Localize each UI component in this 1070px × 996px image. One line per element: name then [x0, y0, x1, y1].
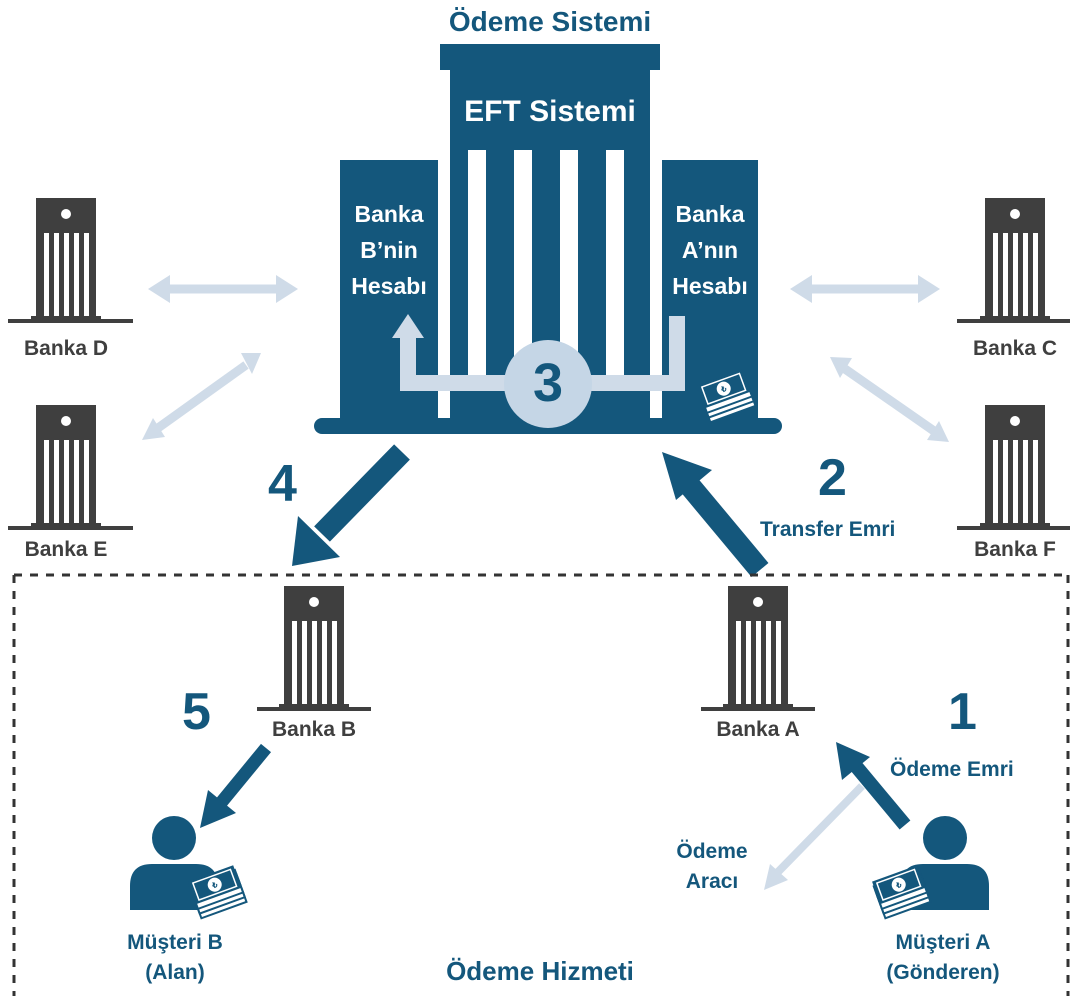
bank-b-account-label: Banka B’nin Hesabı: [351, 201, 427, 299]
double-arrow-icon: [155, 284, 937, 435]
bank-b-label: Banka B: [271, 718, 357, 741]
bank-f-building-icon: [980, 405, 1050, 527]
bank-f-label: Banka F: [974, 538, 1056, 561]
payment-system-title: Ödeme Sistemi: [448, 6, 652, 37]
bank-d-label: Banka D: [23, 337, 109, 360]
customer-b-label: Müşteri B (Alan): [127, 931, 223, 984]
eft-system-title: EFT Sistemi: [464, 95, 636, 128]
step-2-number: 2: [818, 449, 847, 507]
bank-e-building-icon: [31, 405, 101, 527]
payment-tool-label: Ödeme Aracı: [676, 840, 748, 893]
eft-building: [314, 44, 782, 434]
transfer-order-label: Transfer Emri: [760, 518, 896, 541]
bank-b-building-icon: [279, 586, 349, 708]
bank-a-account-label: Banka A’nın Hesabı: [672, 201, 748, 299]
customer-a-label: Müşteri A (Gönderen): [886, 931, 1000, 984]
bank-d-building-icon: [31, 198, 101, 320]
step-4-number: 4: [268, 455, 297, 513]
payment-order-label: Ödeme Emri: [890, 758, 1014, 781]
bank-a-building-icon: [723, 586, 793, 708]
bank-e-label: Banka E: [24, 538, 108, 561]
arrow-icon: [200, 444, 911, 830]
payment-tool-arrow: [764, 783, 865, 890]
step-5-number: 5: [182, 683, 211, 741]
step-3-number: 3: [532, 353, 564, 413]
double-arrow-heads: [142, 275, 949, 442]
bank-a-label: Banka A: [716, 718, 800, 741]
step-1-number: 1: [948, 683, 977, 741]
payment-service-boundary: [12, 573, 1070, 996]
bank-c-label: Banka C: [972, 337, 1058, 360]
bank-c-building-icon: [980, 198, 1050, 320]
payment-service-label: Ödeme Hizmeti: [446, 956, 634, 986]
